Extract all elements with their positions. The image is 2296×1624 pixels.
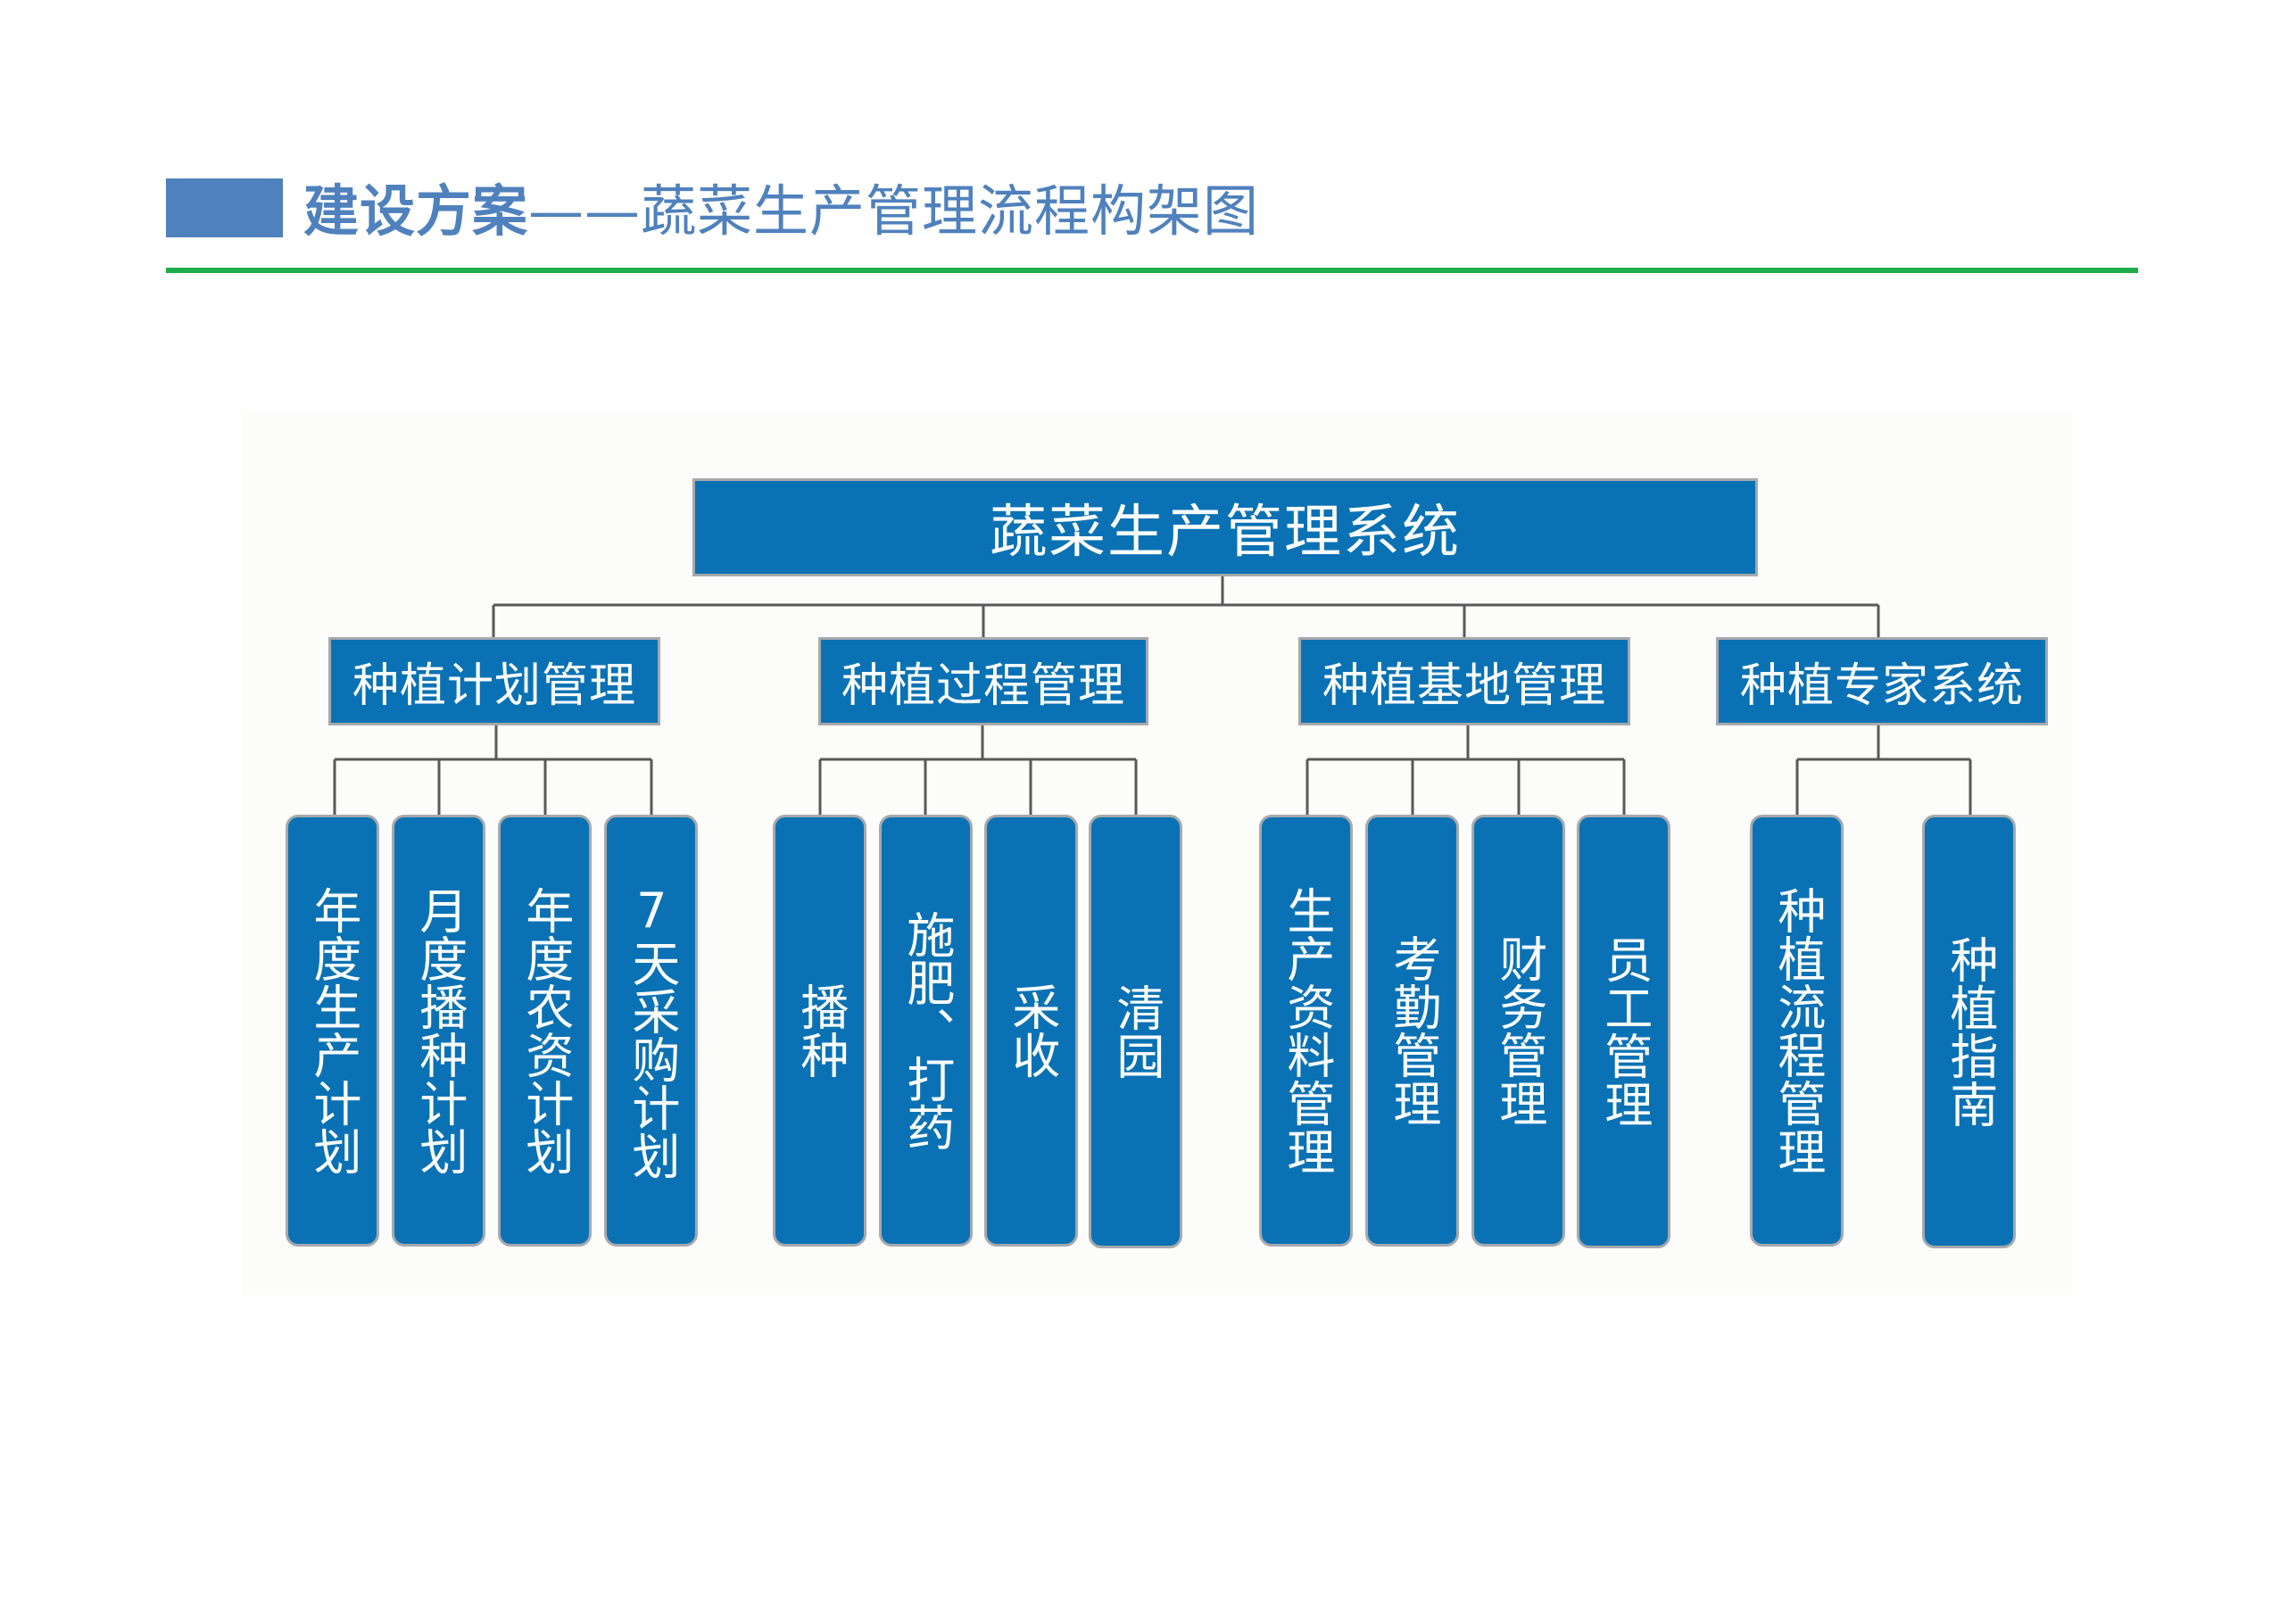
leaf-node: 种植流程管理 — [1750, 815, 1844, 1247]
leaf-node: 播种 — [773, 815, 866, 1247]
title-divider — [166, 268, 2138, 273]
leaf-node: 年度生产计划 — [286, 815, 379, 1247]
leaf-node: 清园 — [1089, 815, 1182, 1248]
leaf-node: 生产资料管理 — [1259, 815, 1353, 1247]
leaf-node: 7天采购计划 — [604, 815, 698, 1247]
group-node-planting-base: 种植基地管理 — [1298, 637, 1630, 725]
leaf-node: 施肥、打药 — [879, 815, 973, 1247]
page-title-sub: ——蔬菜生产管理流程构架图 — [528, 178, 1260, 244]
leaf-node: 年度农资计划 — [498, 815, 592, 1247]
group-node-planting-plan: 种植计划管理 — [328, 637, 660, 725]
leaf-node: 考勤管理 — [1365, 815, 1459, 1247]
leaf-node: 采收 — [984, 815, 1078, 1247]
title-accent-block — [166, 178, 283, 237]
page-title-main: 建设方案 — [303, 178, 529, 244]
leaf-node: 财务管理 — [1471, 815, 1565, 1247]
group-node-planting-process: 种植过程管理 — [818, 637, 1148, 725]
leaf-node: 种植指南 — [1922, 815, 2016, 1248]
leaf-node: 员工管理 — [1577, 815, 1670, 1248]
root-node: 蔬菜生产管理系统 — [692, 478, 1758, 576]
leaf-node: 月度播种计划 — [392, 815, 485, 1247]
page-title: 建设方案 ——蔬菜生产管理流程构架图 — [303, 175, 1259, 246]
group-node-expert-system: 种植专家系统 — [1716, 637, 2048, 725]
